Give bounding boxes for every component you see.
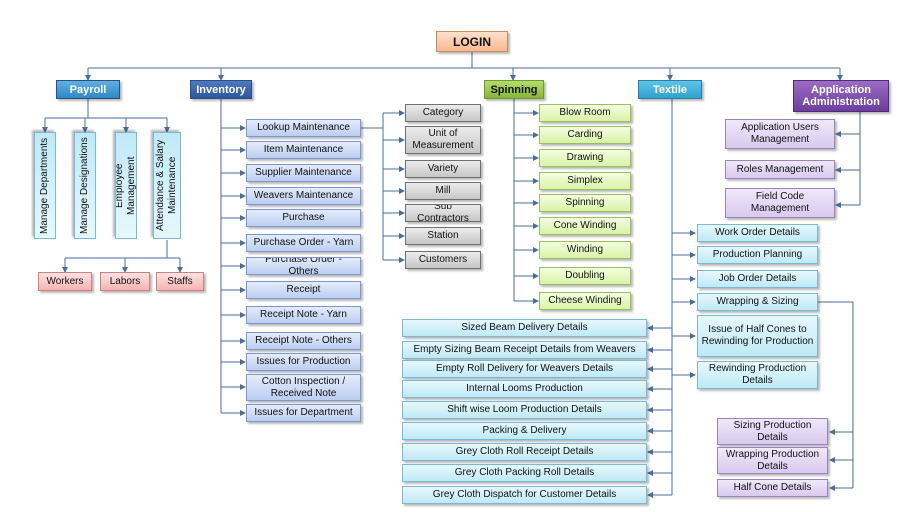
- inventory-item-lookup-maintenance[interactable]: Lookup Maintenance: [246, 119, 361, 137]
- payroll-item-manage-departments[interactable]: Manage Departments: [34, 132, 56, 239]
- textile-item-rewinding-production[interactable]: Rewinding Production Details: [697, 361, 818, 389]
- payroll-module-header[interactable]: Payroll: [56, 80, 120, 99]
- textile-detail-internal-looms-production[interactable]: Internal Looms Production: [402, 380, 647, 398]
- textile-module-header[interactable]: Textile: [638, 80, 702, 99]
- inventory-item-purchase[interactable]: Purchase: [246, 209, 361, 227]
- spinning-item-doubling[interactable]: Doubling: [539, 267, 631, 285]
- inventory-item-purchase-order-others[interactable]: Purchase Order - Others: [246, 257, 361, 275]
- spinning-item-drawing[interactable]: Drawing: [539, 149, 631, 167]
- lookup-item-unit-of-measurement[interactable]: Unit of Measurement: [405, 126, 481, 154]
- inventory-item-issues-for-production[interactable]: Issues for Production: [246, 353, 361, 371]
- lookup-item-category[interactable]: Category: [405, 104, 481, 122]
- textile-detail-empty-sizing-beam-receipt[interactable]: Empty Sizing Beam Receipt Details from W…: [402, 341, 647, 359]
- spinning-item-cheese-winding[interactable]: Cheese Winding: [539, 292, 631, 310]
- spinning-item-cone-winding[interactable]: Cone Winding: [539, 217, 631, 235]
- inventory-item-weavers-maintenance[interactable]: Weavers Maintenance: [246, 187, 361, 205]
- admin-item-field-code-management[interactable]: Field Code Management: [725, 188, 835, 218]
- inventory-item-cotton-inspection[interactable]: Cotton Inspection / Received Note: [246, 374, 361, 401]
- spinning-module-header[interactable]: Spinning: [484, 80, 544, 99]
- textile-detail-grey-cloth-dispatch[interactable]: Grey Cloth Dispatch for Customer Details: [402, 486, 647, 504]
- payroll-item-employee-management[interactable]: Employee Management: [115, 132, 137, 239]
- payroll-worker-type-workers[interactable]: Workers: [38, 272, 92, 291]
- payroll-worker-type-labors[interactable]: Labors: [100, 272, 150, 291]
- lookup-item-sub-contractors[interactable]: Sub Contractors: [405, 204, 481, 222]
- inventory-item-receipt-note-yarn[interactable]: Receipt Note - Yarn: [246, 306, 361, 324]
- inventory-module-header[interactable]: Inventory: [190, 80, 252, 99]
- textile-detail-grey-cloth-packing-roll[interactable]: Grey Cloth Packing Roll Details: [402, 464, 647, 482]
- inventory-item-purchase-order-yarn[interactable]: Purchase Order - Yarn: [246, 234, 361, 252]
- textile-detail-empty-roll-delivery[interactable]: Empty Roll Delivery for Weavers Details: [402, 360, 647, 378]
- login-node[interactable]: LOGIN: [436, 31, 508, 52]
- sizing-item-sizing-production-details[interactable]: Sizing Production Details: [717, 418, 828, 445]
- textile-item-job-order-details[interactable]: Job Order Details: [697, 270, 818, 288]
- sizing-item-half-cone-details[interactable]: Half Cone Details: [717, 479, 828, 497]
- lookup-item-variety[interactable]: Variety: [405, 160, 481, 178]
- textile-item-issue-half-cones[interactable]: Issue of Half Cones to Rewinding for Pro…: [697, 315, 818, 357]
- admin-item-application-users-management[interactable]: Application Users Management: [725, 119, 835, 149]
- inventory-item-item-maintenance[interactable]: Item Maintenance: [246, 141, 361, 159]
- application-administration-module-header[interactable]: Application Administration: [793, 80, 889, 112]
- inventory-item-receipt-note-others[interactable]: Receipt Note - Others: [246, 332, 361, 350]
- admin-item-roles-management[interactable]: Roles Management: [725, 160, 835, 179]
- inventory-item-issues-for-department[interactable]: Issues for Department: [246, 404, 361, 422]
- inventory-item-receipt[interactable]: Receipt: [246, 281, 361, 299]
- spinning-item-spinning[interactable]: Spinning: [539, 194, 631, 212]
- textile-detail-shift-wise-loom-production[interactable]: Shift wise Loom Production Details: [402, 401, 647, 419]
- spinning-item-simplex[interactable]: Simplex: [539, 172, 631, 190]
- payroll-item-manage-designations[interactable]: Manage Designations: [74, 132, 96, 239]
- textile-item-work-order-details[interactable]: Work Order Details: [697, 224, 818, 242]
- payroll-worker-type-staffs[interactable]: Staffs: [156, 272, 204, 291]
- textile-detail-packing-delivery[interactable]: Packing & Delivery: [402, 422, 647, 440]
- inventory-item-supplier-maintenance[interactable]: Supplier Maintenance: [246, 164, 361, 182]
- lookup-item-station[interactable]: Station: [405, 227, 481, 245]
- payroll-item-attendance-salary[interactable]: Attendance & Salary Maintenance: [153, 132, 181, 239]
- textile-item-wrapping-sizing[interactable]: Wrapping & Sizing: [697, 293, 818, 311]
- textile-item-production-planning[interactable]: Production Planning: [697, 246, 818, 264]
- sizing-item-wrapping-production-details[interactable]: Wrapping Production Details: [717, 447, 828, 474]
- textile-detail-grey-cloth-roll-receipt[interactable]: Grey Cloth Roll Receipt Details: [402, 443, 647, 461]
- textile-detail-sized-beam-delivery[interactable]: Sized Beam Delivery Details: [402, 319, 647, 337]
- spinning-item-carding[interactable]: Carding: [539, 126, 631, 144]
- lookup-item-mill[interactable]: Mill: [405, 182, 481, 200]
- lookup-item-customers[interactable]: Customers: [405, 251, 481, 269]
- spinning-item-blow-room[interactable]: Blow Room: [539, 104, 631, 122]
- spinning-item-winding[interactable]: Winding: [539, 241, 631, 259]
